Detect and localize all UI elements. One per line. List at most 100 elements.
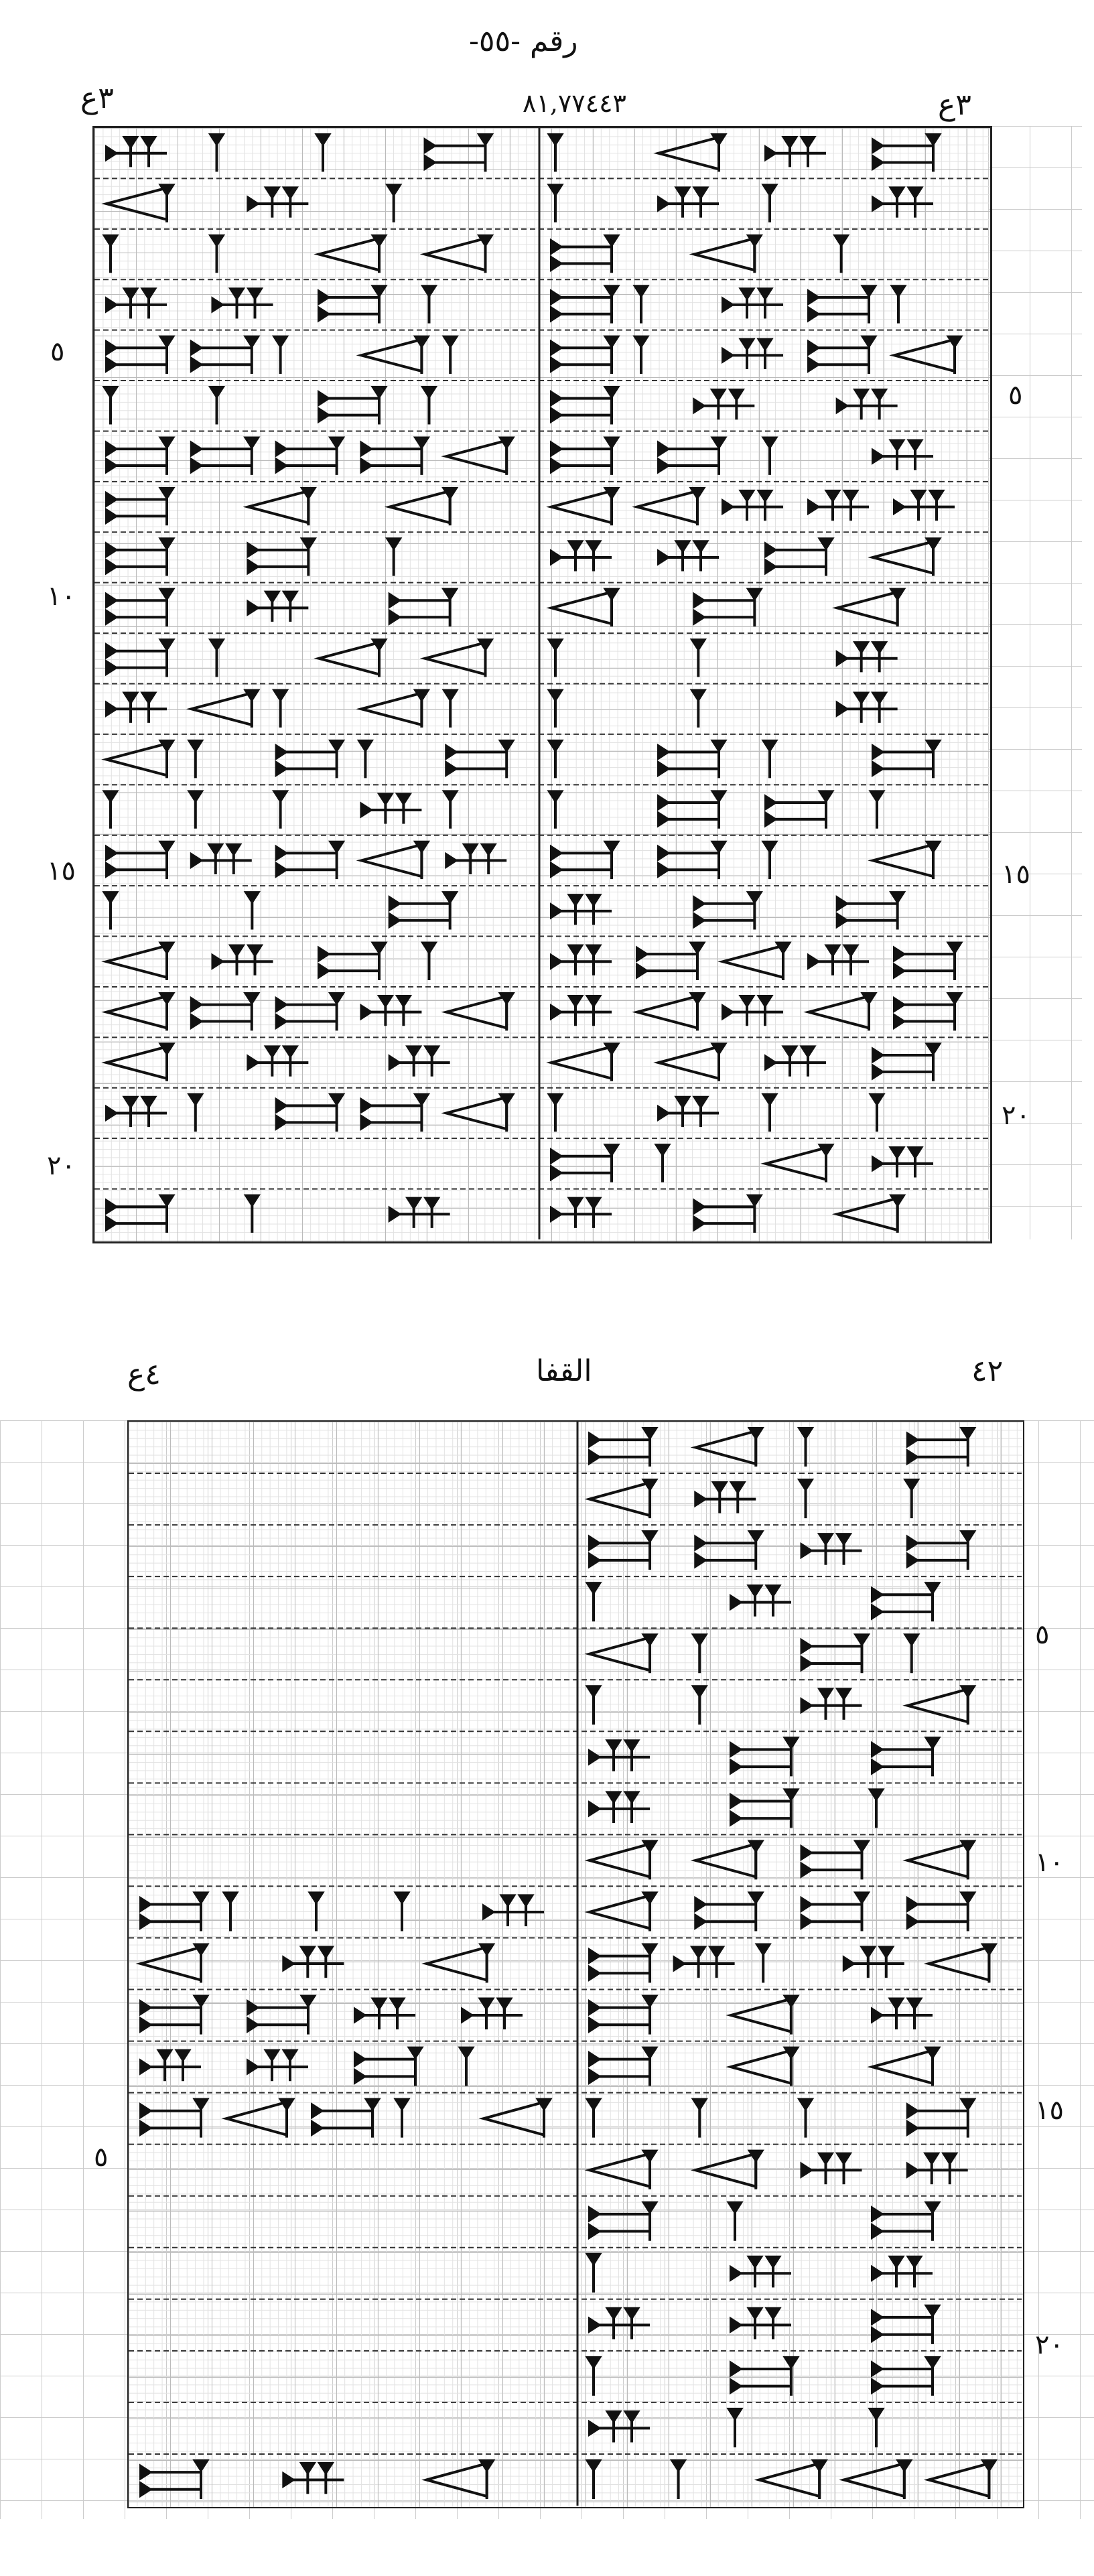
- vertical-wedge: [924, 2046, 941, 2086]
- vertical-wedge: [746, 2255, 764, 2288]
- vertical-wedge: [738, 994, 756, 1026]
- vertical-wedge: [623, 1739, 640, 1771]
- winkelhaken-sign: [243, 489, 310, 525]
- vertical-wedge: [738, 287, 756, 319]
- horizontal-wedge: [139, 2119, 201, 2137]
- horizontal-wedge: [388, 592, 450, 609]
- vertical-wedge: [641, 1530, 659, 1570]
- vertical-wedge: [122, 287, 139, 319]
- horizontal-wedge: [730, 2264, 791, 2282]
- obverse-line-number-20: ٢٠: [47, 1150, 76, 1181]
- horizontal-wedge: [139, 1998, 201, 2017]
- vertical-wedge: [187, 790, 204, 829]
- vertical-wedge: [158, 537, 176, 576]
- winkelhaken-sign: [726, 2048, 793, 2086]
- horizontal-wedge: [275, 1097, 337, 1115]
- vertical-wedge: [925, 739, 942, 778]
- vertical-wedge: [299, 1994, 317, 2035]
- vertical-wedge: [603, 1144, 620, 1182]
- vertical-wedge: [824, 944, 841, 975]
- horizontal-wedge: [588, 1431, 650, 1448]
- horizontal-wedge: [139, 1913, 201, 1930]
- vertical-wedge: [207, 843, 224, 875]
- vertical-wedge: [405, 1045, 423, 1077]
- horizontal-wedge: [906, 2161, 968, 2179]
- horizontal-wedge: [893, 498, 955, 516]
- winkelhaken-sign: [923, 1945, 991, 1982]
- vertical-wedge: [674, 186, 691, 218]
- vertical-wedge: [691, 2098, 708, 2138]
- vertical-wedge: [393, 1891, 411, 1931]
- vertical-wedge: [871, 389, 888, 420]
- vertical-wedge: [413, 840, 431, 880]
- horizontal-wedge: [872, 1046, 933, 1064]
- vertical-wedge: [228, 287, 246, 319]
- vertical-wedge: [728, 389, 745, 420]
- vertical-wedge: [896, 2459, 913, 2499]
- vertical-wedge: [689, 486, 706, 526]
- horizontal-wedge: [105, 1198, 167, 1215]
- horizontal-wedge: [872, 743, 933, 761]
- horizontal-wedge: [105, 642, 167, 660]
- vertical-wedge: [782, 1788, 800, 1828]
- vertical-wedge: [478, 1943, 496, 1983]
- vertical-wedge: [754, 1943, 772, 1983]
- horizontal-wedge: [550, 406, 612, 424]
- horizontal-wedge: [105, 844, 167, 862]
- obverse-line-number-10: ١٠: [47, 581, 76, 612]
- vertical-wedge: [669, 2459, 687, 2499]
- horizontal-wedge: [730, 1741, 791, 1759]
- vertical-wedge: [317, 1946, 334, 1978]
- vertical-wedge: [246, 287, 264, 319]
- winkelhaken-sign: [314, 640, 381, 677]
- vertical-wedge: [623, 2410, 640, 2443]
- vertical-wedge: [328, 739, 346, 778]
- horizontal-wedge: [360, 801, 422, 819]
- vertical-wedge: [888, 1146, 906, 1178]
- horizontal-wedge: [354, 2051, 415, 2068]
- winkelhaken-sign: [356, 338, 423, 373]
- vertical-wedge: [243, 1194, 261, 1233]
- horizontal-wedge: [807, 498, 869, 516]
- vertical-wedge: [835, 1533, 853, 1565]
- reverse-line-number-5: ٥: [1035, 1619, 1050, 1650]
- horizontal-wedge: [139, 2463, 201, 2481]
- horizontal-wedge: [282, 2471, 344, 2489]
- vertical-wedge: [140, 691, 157, 723]
- vertical-wedge: [585, 2252, 602, 2293]
- horizontal-wedge: [893, 945, 955, 963]
- vertical-wedge: [547, 689, 564, 728]
- horizontal-wedge: [461, 2007, 523, 2024]
- vertical-wedge: [271, 689, 289, 728]
- vertical-wedge: [364, 2098, 381, 2138]
- vertical-wedge: [585, 1582, 602, 1622]
- vertical-wedge: [906, 2255, 923, 2288]
- horizontal-wedge: [657, 811, 719, 828]
- horizontal-wedge: [906, 1552, 968, 1569]
- vertical-wedge: [903, 1479, 920, 1519]
- horizontal-wedge: [550, 1205, 612, 1223]
- horizontal-wedge: [247, 195, 309, 212]
- winkelhaken-sign: [441, 438, 508, 474]
- horizontal-wedge: [190, 996, 252, 1014]
- reverse-left-line-number-5: ٥: [94, 2142, 109, 2173]
- horizontal-wedge: [105, 457, 167, 474]
- vertical-wedge: [747, 1530, 764, 1570]
- horizontal-wedge: [360, 440, 422, 458]
- vertical-wedge: [222, 1891, 239, 1931]
- vertical-wedge: [158, 588, 176, 627]
- horizontal-wedge: [388, 1205, 450, 1223]
- horizontal-wedge: [190, 1012, 252, 1030]
- horizontal-wedge: [764, 558, 826, 575]
- vertical-wedge: [691, 1685, 708, 1725]
- vertical-wedge: [605, 1791, 622, 1823]
- vertical-wedge: [906, 439, 924, 470]
- vertical-wedge: [889, 891, 906, 930]
- vertical-wedge: [797, 1479, 815, 1519]
- vertical-wedge: [281, 186, 299, 218]
- vertical-wedge: [761, 436, 778, 475]
- horizontal-wedge: [835, 700, 898, 718]
- horizontal-wedge: [835, 895, 898, 912]
- vertical-wedge: [102, 891, 119, 930]
